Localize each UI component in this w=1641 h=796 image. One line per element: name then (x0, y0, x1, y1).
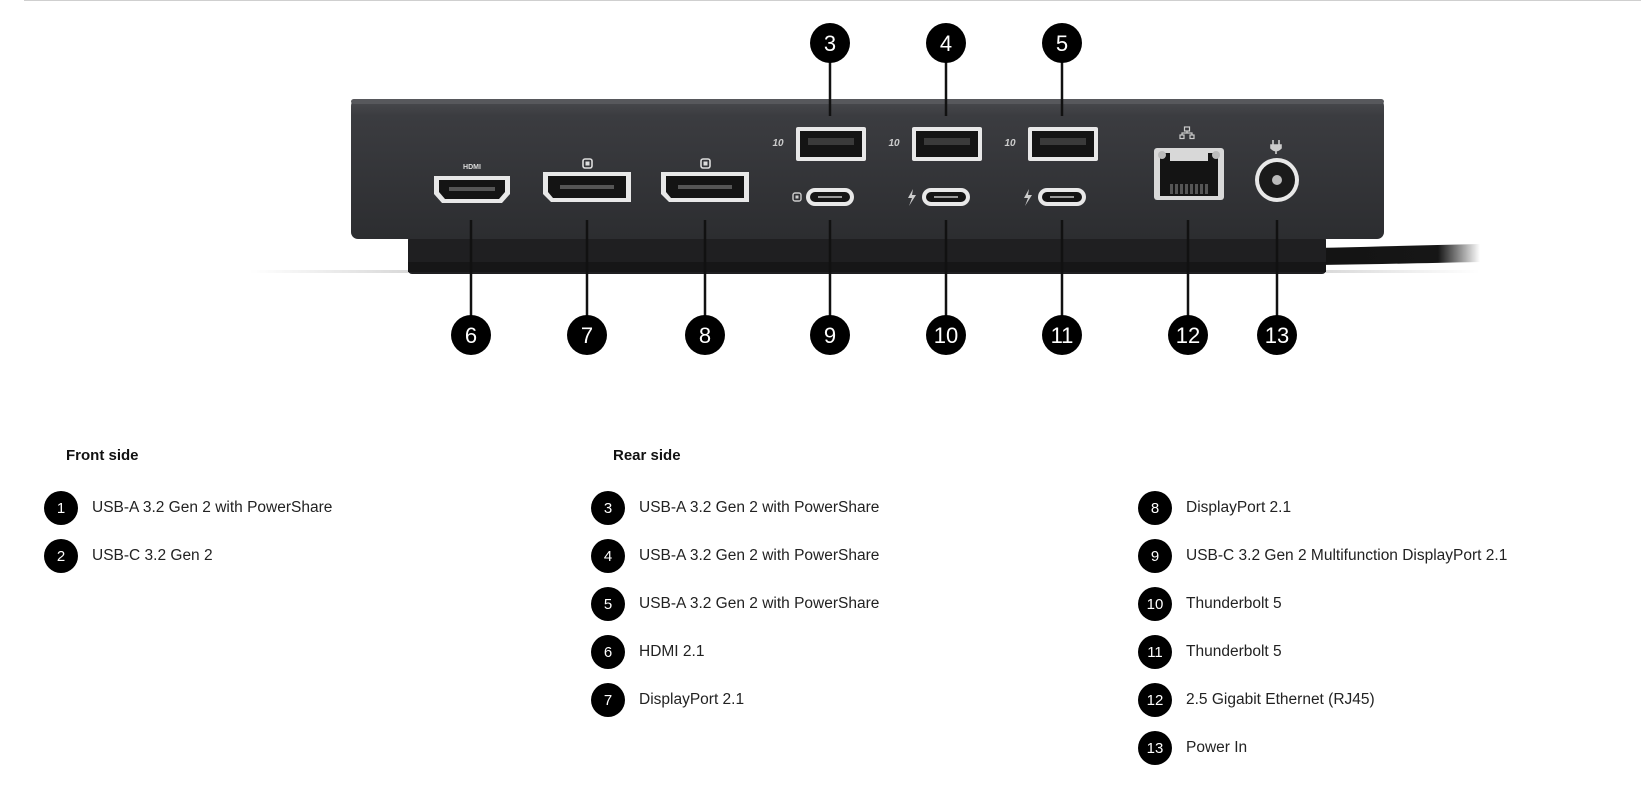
legend-label: USB-A 3.2 Gen 2 with PowerShare (639, 595, 880, 612)
legend-item-5: 5 USB-A 3.2 Gen 2 with PowerShare (591, 587, 879, 621)
usb-speed-mark: 10 (888, 138, 900, 149)
legend-item-11: 11 Thunderbolt 5 (1138, 635, 1282, 669)
dock-body (351, 99, 1384, 239)
usb-speed-mark: 10 (1004, 138, 1016, 149)
usb-a-port-4: 10 (888, 127, 982, 161)
legend-item-3: 3 USB-A 3.2 Gen 2 with PowerShare (591, 491, 879, 525)
svg-text:9: 9 (824, 323, 836, 348)
svg-text:11: 11 (1051, 323, 1074, 348)
svg-text:7: 7 (581, 323, 593, 348)
usb-speed-mark: 10 (772, 138, 784, 149)
power-in-port (1255, 140, 1299, 202)
legend-number-badge: 9 (1138, 539, 1172, 573)
legend-number-badge: 12 (1138, 683, 1172, 717)
svg-text:13: 13 (1265, 323, 1289, 348)
legend-label: USB-A 3.2 Gen 2 with PowerShare (92, 499, 333, 516)
legend-item-1: 1 USB-A 3.2 Gen 2 with PowerShare (44, 491, 332, 525)
callout-10: 10 (926, 315, 966, 355)
legend-item-2: 2 USB-C 3.2 Gen 2 (44, 539, 213, 573)
displayport-port-7 (543, 158, 631, 202)
legend-label: Thunderbolt 5 (1186, 595, 1282, 612)
usb-a-port-3: 10 (772, 127, 866, 161)
legend-label: USB-C 3.2 Gen 2 (92, 547, 213, 564)
legend-number-badge: 8 (1138, 491, 1172, 525)
callout-5: 5 (1042, 23, 1082, 63)
svg-text:10: 10 (934, 323, 958, 348)
legend-number-badge: 10 (1138, 587, 1172, 621)
callout-6: 6 (451, 315, 491, 355)
legend-number-badge: 6 (591, 635, 625, 669)
legend-label: DisplayPort 2.1 (639, 691, 745, 708)
displayport-icon (792, 192, 802, 202)
legend-item-13: 13 Power In (1138, 731, 1247, 765)
legend-number-badge: 11 (1138, 635, 1172, 669)
legend-item-6: 6 HDMI 2.1 (591, 635, 704, 669)
legend-label: USB-A 3.2 Gen 2 with PowerShare (639, 499, 880, 516)
callout-8: 8 (685, 315, 725, 355)
thunderbolt-icon (908, 189, 916, 206)
legend-label: Power In (1186, 739, 1248, 756)
svg-text:4: 4 (940, 31, 952, 56)
svg-text:3: 3 (824, 31, 836, 56)
legend-item-9: 9 USB-C 3.2 Gen 2 Multifunction DisplayP… (1138, 539, 1507, 573)
legend-label: 2.5 Gigabit Ethernet (RJ45) (1186, 691, 1375, 708)
displayport-port-8 (661, 158, 749, 202)
legend-item-12: 12 2.5 Gigabit Ethernet (RJ45) (1138, 683, 1375, 717)
callout-4: 4 (926, 23, 966, 63)
ethernet-port (1154, 126, 1224, 200)
callout-11: 11 (1042, 315, 1082, 355)
legend-number-badge: 2 (44, 539, 78, 573)
power-plug-icon (1270, 140, 1282, 154)
usb-c-port-11 (1024, 188, 1086, 206)
callout-12: 12 (1168, 315, 1208, 355)
legend-label: USB-A 3.2 Gen 2 with PowerShare (639, 547, 880, 564)
dock-rear-diagram: HDMI 10 (0, 0, 1641, 380)
svg-text:8: 8 (699, 323, 711, 348)
legend-item-8: 8 DisplayPort 2.1 (1138, 491, 1291, 525)
legend-number-badge: 3 (591, 491, 625, 525)
top-divider (24, 0, 1641, 1)
legend-label: HDMI 2.1 (639, 643, 705, 660)
legend-number-badge: 13 (1138, 731, 1172, 765)
svg-text:5: 5 (1056, 31, 1068, 56)
legend-label: Thunderbolt 5 (1186, 643, 1282, 660)
legend-item-7: 7 DisplayPort 2.1 (591, 683, 744, 717)
displayport-icon (582, 158, 593, 169)
legend-number-badge: 4 (591, 539, 625, 573)
legend-number-badge: 1 (44, 491, 78, 525)
callout-9: 9 (810, 315, 850, 355)
hdmi-port-mark: HDMI (463, 164, 481, 171)
legend-item-10: 10 Thunderbolt 5 (1138, 587, 1282, 621)
callout-lines (469, 60, 1279, 316)
front-side-heading: Front side (66, 447, 139, 464)
dock-illustration: HDMI 10 (250, 23, 1480, 355)
legend-label: DisplayPort 2.1 (1186, 499, 1292, 516)
callout-7: 7 (567, 315, 607, 355)
callout-13: 13 (1257, 315, 1297, 355)
legend-label: USB-C 3.2 Gen 2 Multifunction DisplayPor… (1186, 547, 1508, 564)
network-icon (1179, 126, 1195, 140)
legend-item-4: 4 USB-A 3.2 Gen 2 with PowerShare (591, 539, 879, 573)
svg-text:6: 6 (465, 323, 477, 348)
thunderbolt-icon (1024, 189, 1032, 206)
rear-side-heading: Rear side (613, 447, 681, 464)
legend-number-badge: 7 (591, 683, 625, 717)
usb-c-port-9 (792, 188, 854, 206)
displayport-icon (700, 158, 711, 169)
legend-number-badge: 5 (591, 587, 625, 621)
svg-text:12: 12 (1176, 323, 1200, 348)
usb-c-port-10 (908, 188, 970, 206)
callout-3: 3 (810, 23, 850, 63)
hdmi-port: HDMI (434, 164, 510, 203)
usb-a-port-5: 10 (1004, 127, 1098, 161)
